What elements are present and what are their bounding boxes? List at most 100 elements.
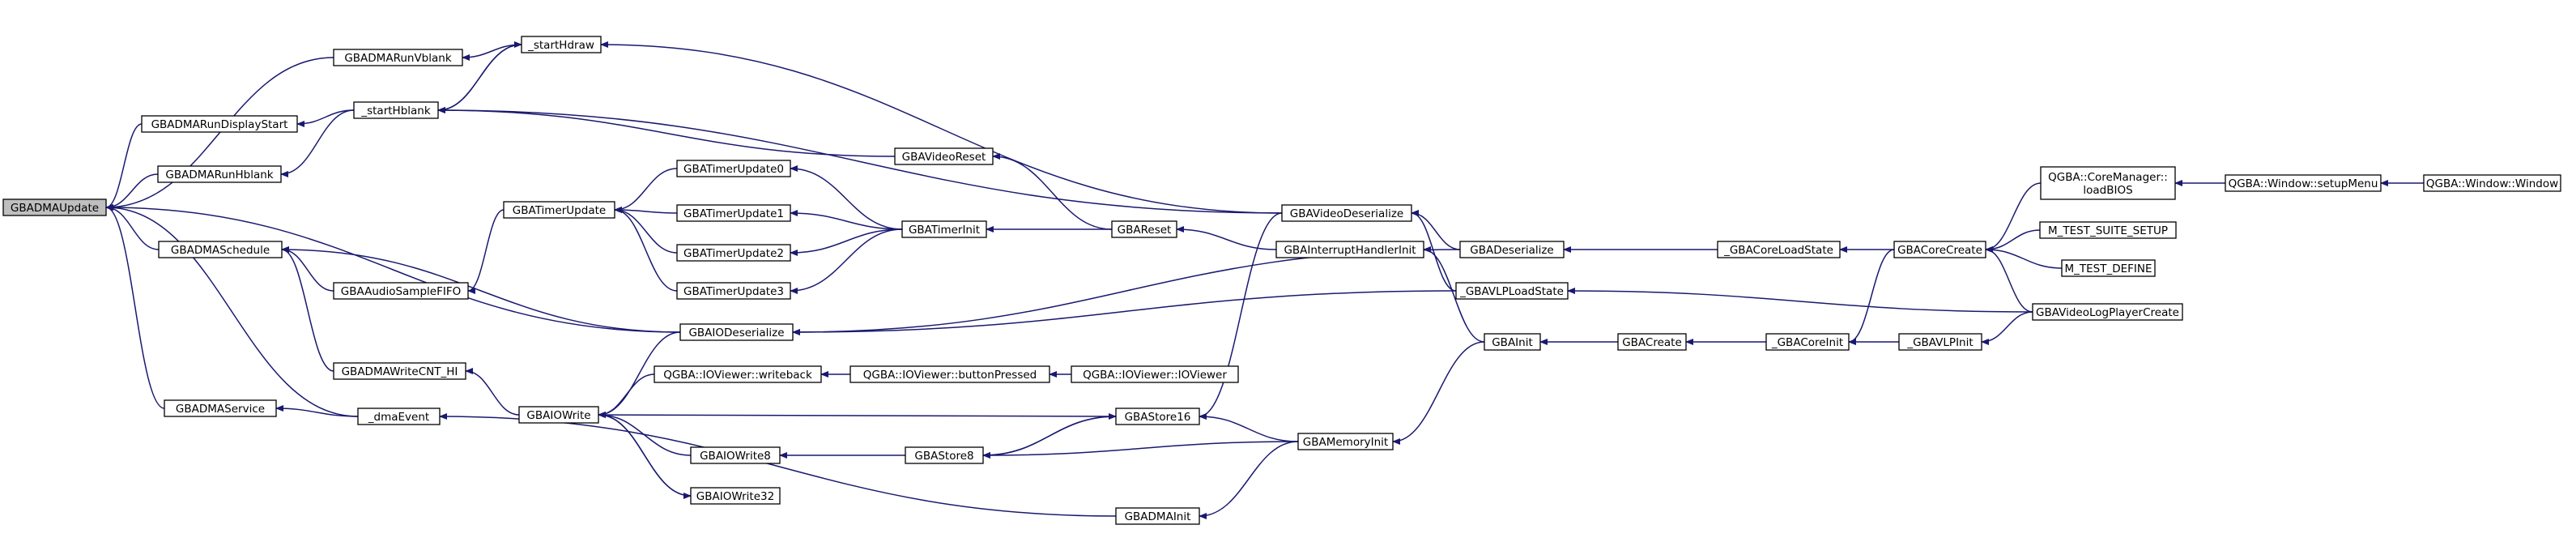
edge-gbamemoryinit-to-gbastore16 [1199, 413, 1299, 442]
node-label: QGBA::IOViewer::buttonPressed [863, 369, 1037, 382]
node-box [1893, 241, 1986, 258]
node-gbadmarunvblank[interactable]: GBADMARunVblank [333, 49, 463, 66]
node-box [158, 241, 283, 258]
node-box [849, 365, 1050, 383]
node-label: GBAInterruptHandlerInit [1284, 244, 1416, 257]
node-box [2039, 221, 2177, 239]
edge-gbadmawritecnt-hi-to-gbadmaschedule [281, 246, 334, 372]
node-qgba-ioviewer-ioviewer[interactable]: QGBA::IOViewer::IOViewer [1071, 365, 1239, 383]
node-box [1484, 333, 1541, 351]
node-gbatimerupdate0[interactable]: GBATimerUpdate0 [676, 160, 791, 177]
edge-gbaiowrite-to-gbadmawritecnt-hi [465, 368, 520, 416]
node-gbamemoryinit[interactable]: GBAMemoryInit [1297, 433, 1394, 450]
node-box [333, 49, 463, 66]
node-box [1115, 507, 1200, 525]
node-label: GBADMAWriteCNT_HI [342, 365, 458, 378]
node-gbavideodeserialize[interactable]: GBAVideoDeserialize [1281, 204, 1412, 222]
node-box [2040, 166, 2176, 200]
node-box [894, 147, 994, 165]
node-label: GBACoreCreate [1897, 244, 1982, 257]
node-dmaevent[interactable]: _dmaEvent [357, 408, 441, 425]
node-gbastore16[interactable]: GBAStore16 [1115, 408, 1200, 425]
node-gbainit[interactable]: GBAInit [1484, 333, 1541, 351]
node-box [357, 408, 441, 425]
edge-gbavideologplayercreate-to-gbavlpinit [1981, 311, 2033, 345]
node-gbavideologplayercreate[interactable]: GBAVideoLogPlayerCreate [2032, 303, 2183, 321]
node-label: _GBACoreLoadState [1723, 244, 1833, 257]
node-label: _GBACoreInit [1771, 336, 1843, 349]
node-label: GBADeserialize [1470, 244, 1553, 257]
edge-gbavideodeserialize-to-starthdraw [600, 41, 1283, 214]
node-qgba-window-window[interactable]: QGBA::Window::Window [2423, 174, 2561, 192]
nodes-layer: GBADMAUpdate GBADMARunVblankGBADMARunDisp… [2, 36, 2561, 525]
node-label: _dmaEvent [368, 411, 429, 424]
edge-gbaiodeserialize-to-gbadmaschedule [281, 246, 681, 333]
node-gbavideoreset[interactable]: GBAVideoReset [894, 147, 994, 165]
node-label: GBADMARunDisplayStart [151, 118, 288, 131]
node-gbadmaupdate[interactable]: GBADMAUpdate [2, 198, 107, 216]
edge-dmaevent-to-gbadmaservice [275, 405, 359, 417]
node-gbadmarundisplaystart[interactable]: GBADMARunDisplayStart [141, 115, 298, 133]
edge-gbadeserialize-to-gbaiodeserialize [792, 249, 1461, 335]
node-gbatimerupdate3[interactable]: GBATimerUpdate3 [676, 282, 791, 300]
node-gbareset[interactable]: GBAReset [1111, 220, 1177, 238]
node-gbaaudiosamplefifo[interactable]: GBAAudioSampleFIFO [333, 282, 469, 300]
node-label: GBADMAInit [1125, 510, 1191, 523]
node-gbacoreloadstate[interactable]: _GBACoreLoadState [1717, 241, 1841, 258]
node-gbadmainit[interactable]: GBADMAInit [1115, 507, 1200, 525]
node-starthdraw[interactable]: _startHdraw [521, 36, 602, 53]
node-gbavlpinit[interactable]: _GBAVLPInit [1898, 333, 1982, 351]
edge-qgba-ioviewer-writeback-to-gbaiowrite [598, 373, 655, 418]
node-m-test-define[interactable]: M_TEST_DEFINE [2061, 259, 2156, 277]
node-starthblank[interactable]: _startHblank [353, 101, 439, 119]
node-gbatimerupdate[interactable]: GBATimerUpdate [503, 201, 615, 219]
node-gbatimerupdate1[interactable]: GBATimerUpdate1 [676, 204, 791, 222]
node-box [654, 365, 822, 383]
node-qgba-window-setupmenu[interactable]: QGBA::Window::setupMenu [2225, 174, 2382, 192]
edge-dmaevent-to-gbadmaupdate [105, 204, 359, 417]
node-gbacreate[interactable]: GBACreate [1617, 333, 1687, 351]
node-gbainterrupthandlerinit[interactable]: GBAInterruptHandlerInit [1275, 241, 1424, 258]
edge-gbatimerupdate-to-gbaaudiosamplefifo [467, 209, 505, 294]
node-gbadmaservice[interactable]: GBADMAService [164, 399, 277, 417]
edge-gbatimerinit-to-gbatimerupdate0 [790, 165, 903, 230]
node-gbavlploadstate[interactable]: _GBAVLPLoadState [1455, 282, 1569, 300]
edge-gbatimerupdate2-to-gbatimerupdate [614, 207, 678, 254]
node-label: GBAIOWrite8 [700, 450, 771, 463]
edge-gbainterrupthandlerinit-to-gbareset [1176, 226, 1277, 250]
node-m-test-suite-setup[interactable]: M_TEST_SUITE_SETUP [2039, 221, 2177, 239]
node-qgba-ioviewer-buttonpressed[interactable]: QGBA::IOViewer::buttonPressed [849, 365, 1050, 383]
edge-gbavideologplayercreate-to-gbacorecreate [1985, 246, 2033, 313]
node-gbacorecreate[interactable]: GBACoreCreate [1893, 241, 1986, 258]
node-label: GBACreate [1622, 336, 1682, 349]
node-gbastore8[interactable]: GBAStore8 [905, 446, 984, 464]
edge-gbaiowrite8-to-gbaiowrite [598, 412, 692, 456]
node-gbacoreinit[interactable]: _GBACoreInit [1765, 333, 1850, 351]
edge-gbaaudiosamplefifo-to-gbadmaschedule [281, 246, 334, 292]
node-label: M_TEST_DEFINE [2064, 262, 2152, 275]
node-box [901, 220, 987, 238]
node-label: GBAStore8 [914, 450, 973, 463]
node-label: _GBAVLPInit [1906, 336, 1973, 349]
node-gbatimerinit[interactable]: GBATimerInit [901, 220, 987, 238]
node-box [2032, 303, 2183, 321]
edge-gbadmarunhblank-to-gbadmaupdate [105, 173, 159, 211]
edge-gbastore8-to-gbastore16 [982, 413, 1117, 456]
node-label: GBAVideoLogPlayerCreate [2036, 306, 2179, 319]
node-box [141, 115, 298, 133]
node-box [503, 201, 615, 219]
node-label: GBATimerInit [909, 224, 980, 237]
node-gbaiodeserialize[interactable]: GBAIODeserialize [679, 323, 794, 341]
node-gbadeserialize[interactable]: GBADeserialize [1459, 241, 1565, 258]
node-gbatimerupdate2[interactable]: GBATimerUpdate2 [676, 244, 791, 262]
node-box [1765, 333, 1850, 351]
node-gbaiowrite8[interactable]: GBAIOWrite8 [690, 446, 781, 464]
node-qgba-coremanager-loadbios[interactable]: QGBA::CoreManager::loadBIOS [2040, 166, 2176, 200]
node-gbadmawritecnt-hi[interactable]: GBADMAWriteCNT_HI [333, 362, 466, 380]
node-gbaiowrite[interactable]: GBAIOWrite [518, 406, 599, 424]
node-gbadmaschedule[interactable]: GBADMASchedule [158, 241, 283, 258]
node-gbaiowrite32[interactable]: GBAIOWrite32 [690, 487, 781, 505]
node-qgba-ioviewer-writeback[interactable]: QGBA::IOViewer::writeback [654, 365, 822, 383]
node-gbadmarunhblank[interactable]: GBADMARunHblank [157, 165, 282, 183]
